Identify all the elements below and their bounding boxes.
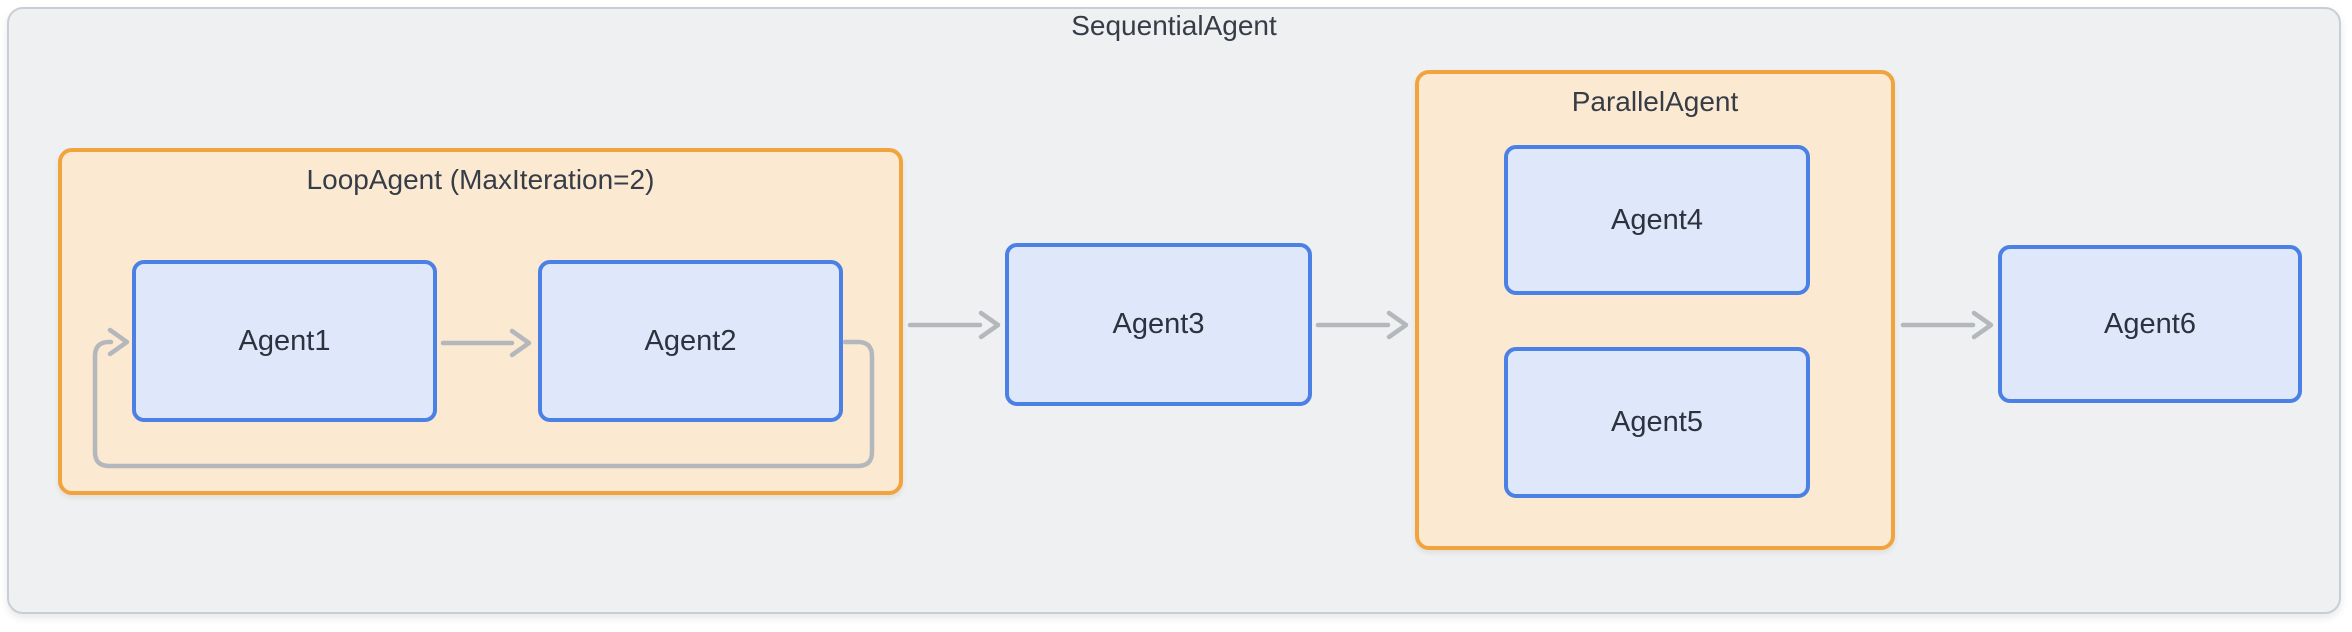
agent6-label: Agent6 [2104,307,2196,340]
agent3-label: Agent3 [1112,308,1205,340]
agent1-node: Agent1 [132,260,437,422]
loop-agent-title: LoopAgent (MaxIteration=2) [306,164,655,195]
agent5-label: Agent5 [1611,406,1703,438]
agent1-label: Agent1 [238,324,331,357]
agent2-label: Agent2 [644,324,737,357]
agent6-node: Agent6 [1998,245,2302,403]
sequential-agent-title: SequentialAgent [1071,10,1277,41]
parallel-agent-title: ParallelAgent [1571,86,1739,117]
agent4-node: Agent4 [1504,145,1810,295]
agent3-node: Agent3 [1005,243,1312,406]
agent2-node: Agent2 [538,260,843,422]
agent4-label: Agent4 [1611,203,1703,236]
agent5-node: Agent5 [1504,347,1810,498]
